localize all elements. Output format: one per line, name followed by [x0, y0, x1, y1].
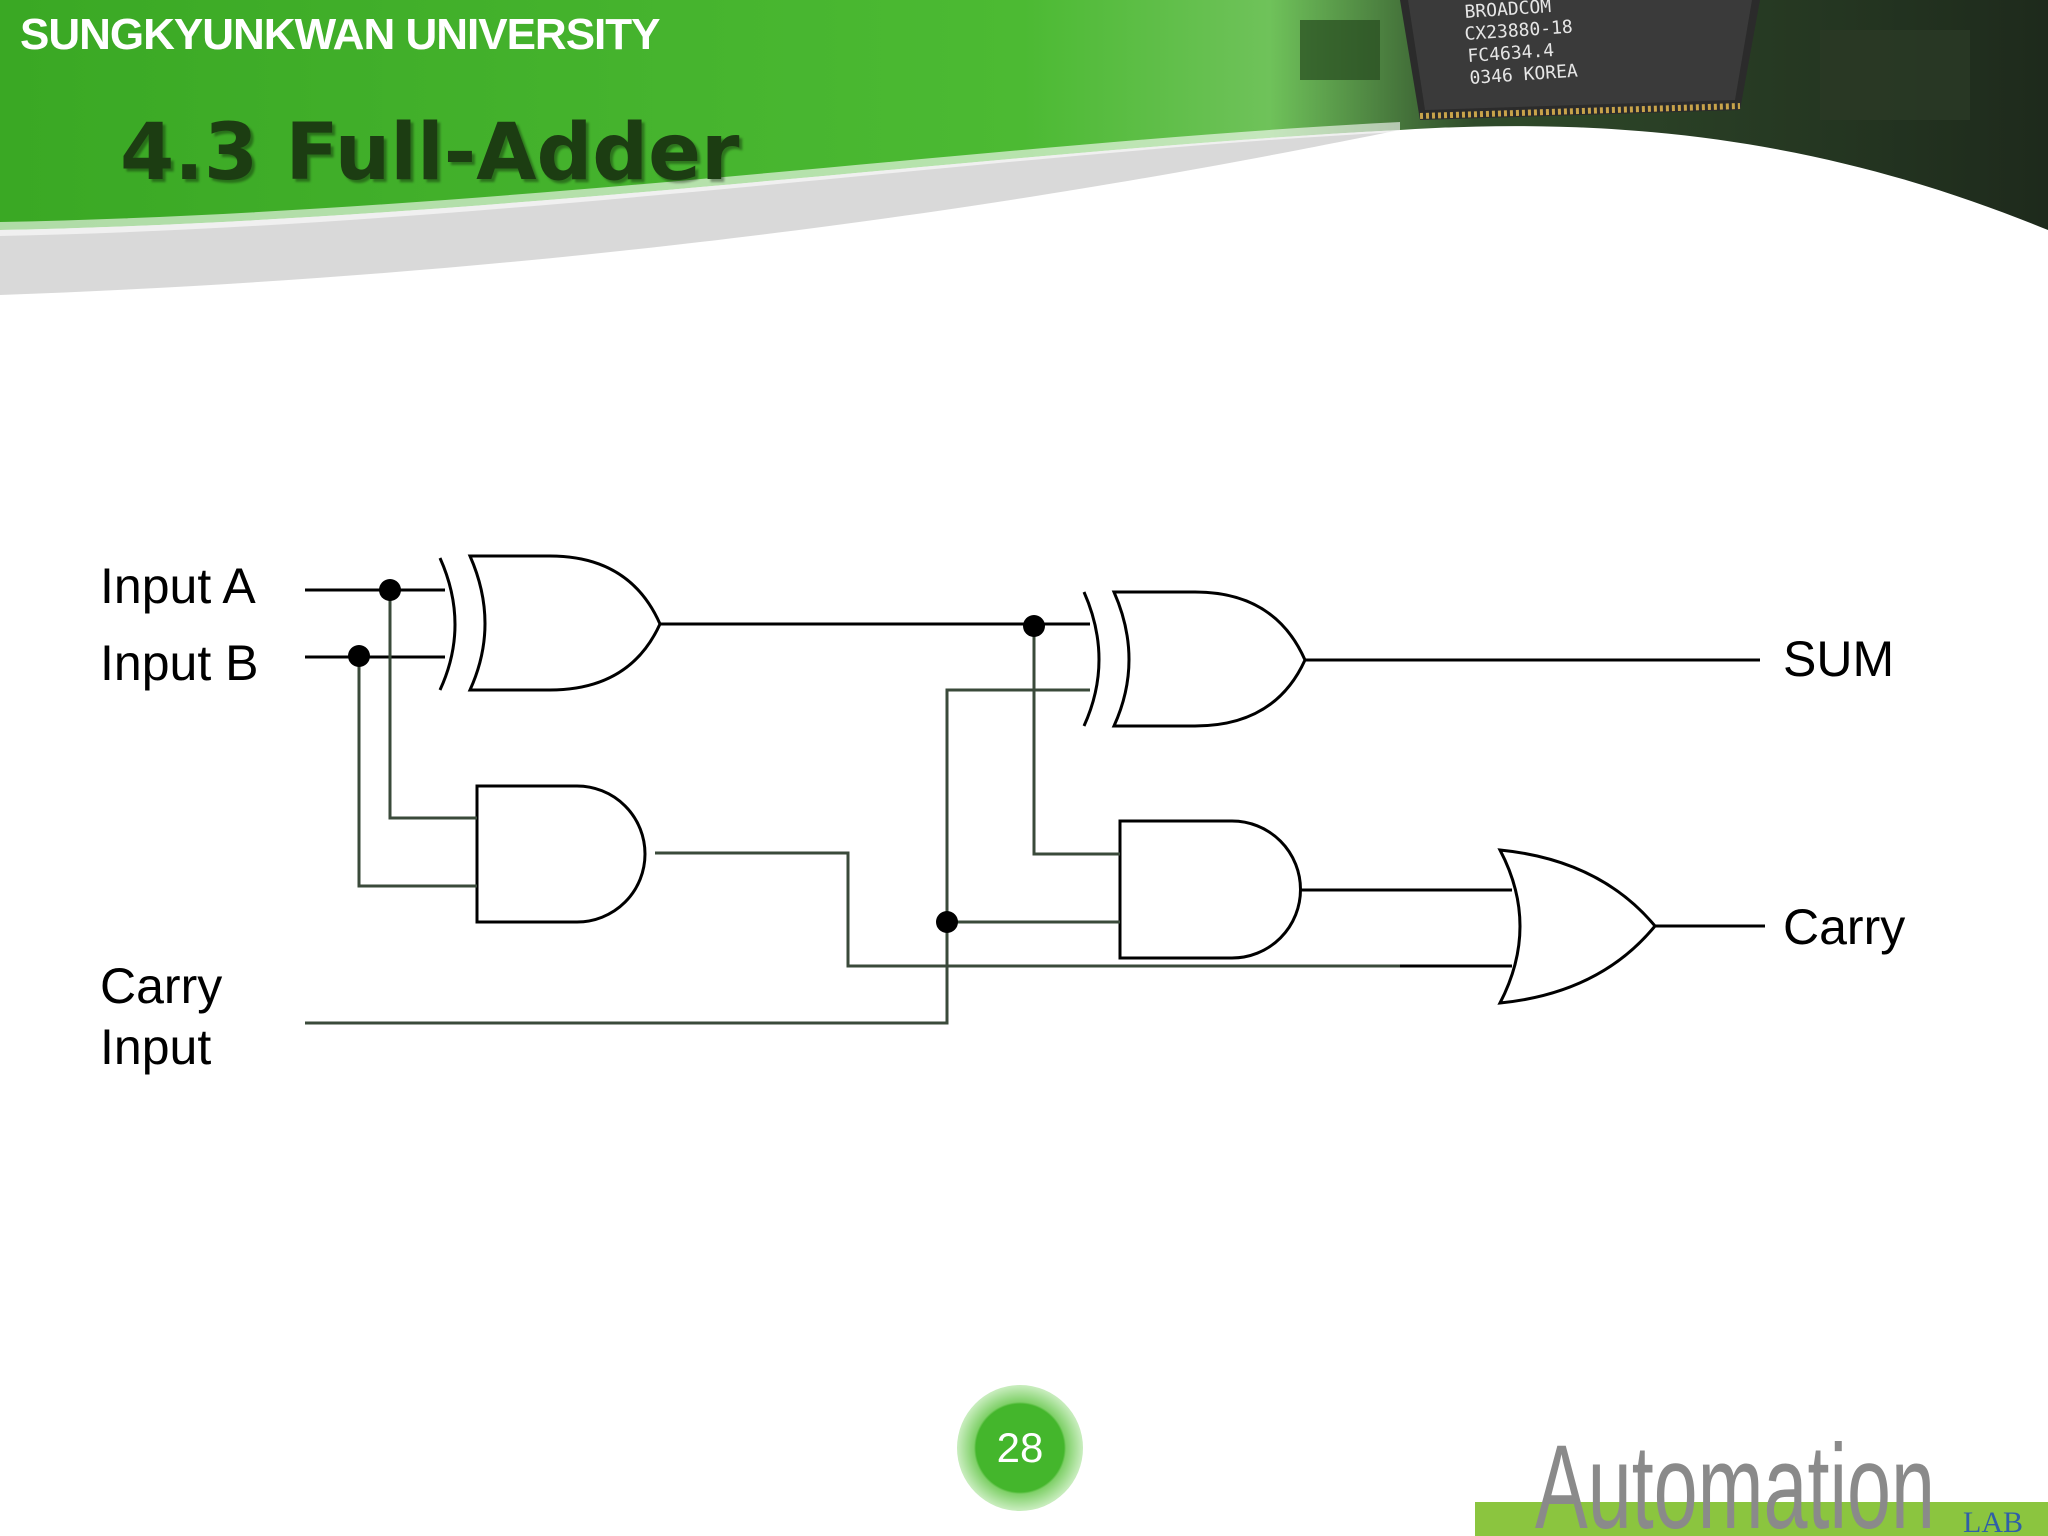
- label-carry-input-1: Carry: [100, 958, 222, 1014]
- label-input-a: Input A: [100, 558, 256, 614]
- logo-sub-text: LAB: [1963, 1506, 2023, 1536]
- automation-lab-logo: Automation LAB: [1475, 1420, 2048, 1536]
- green-wires: [305, 590, 1400, 1025]
- label-sum: SUM: [1783, 631, 1894, 687]
- university-name: SUNGKYUNKWAN UNIVERSITY: [20, 10, 660, 59]
- and-gate-1: [475, 784, 647, 924]
- logo-main-text: Automation: [1535, 1420, 1935, 1536]
- chip-image: BROADCOM CX23880-18 FC4634.4 0346 KOREA: [1300, 0, 1970, 120]
- junction-dots: [348, 579, 1045, 933]
- label-carry-input-2: Input: [100, 1019, 211, 1075]
- black-wires: [305, 588, 1765, 968]
- chip-line-1: BROADCOM: [1464, 0, 1552, 23]
- or-gate: [1497, 848, 1657, 1005]
- xor-gate-2: [1082, 590, 1307, 728]
- slide-title: 4.3 Full-Adder: [120, 108, 740, 198]
- page-number-badge: 28: [957, 1385, 1083, 1511]
- label-input-b: Input B: [100, 635, 258, 691]
- page-number: 28: [996, 1424, 1044, 1471]
- and-gate-2: [1118, 819, 1302, 960]
- label-carry-out: Carry: [1783, 899, 1905, 955]
- xor-gate-1: [438, 554, 662, 692]
